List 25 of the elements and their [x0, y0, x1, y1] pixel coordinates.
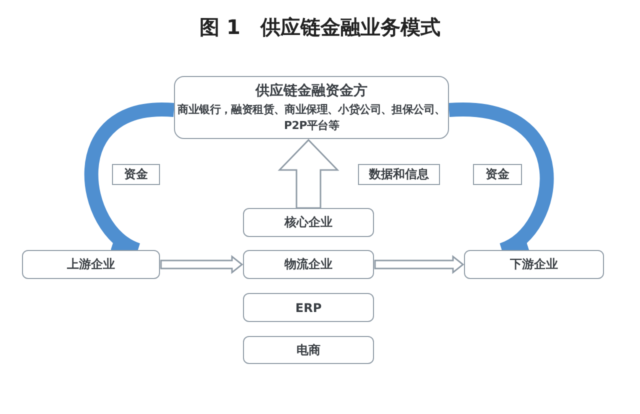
box-label: 数据和信息	[369, 166, 429, 183]
rounded-box	[243, 250, 374, 279]
box-label: 上游企业	[67, 256, 115, 273]
box-heading: 供应链金融资金方	[256, 82, 368, 100]
box-label: 核心企业	[284, 214, 332, 231]
rounded-box	[243, 336, 374, 364]
arrow	[278, 138, 340, 209]
title: 图 1 供应链金融业务模式	[198, 14, 442, 41]
arrow	[374, 254, 464, 274]
box-label: ERP	[295, 300, 322, 314]
label-box	[358, 164, 440, 185]
box-label: 物流企业	[284, 256, 332, 273]
arrow	[160, 254, 244, 274]
rounded-box	[22, 250, 160, 279]
box-text: 商业银行，融资租赁、商业保理、小贷公司、担保公司、P2P平台等	[176, 102, 446, 134]
box-label: 资金	[486, 166, 510, 183]
box-label: 电商	[296, 342, 320, 358]
rounded-box	[464, 250, 604, 279]
label-box	[473, 164, 522, 185]
rounded-box	[174, 76, 449, 139]
rounded-box	[243, 208, 374, 237]
box-label: 资金	[124, 166, 148, 183]
rounded-box	[243, 293, 374, 322]
label-box	[112, 164, 160, 185]
box-label: 下游企业	[510, 256, 558, 273]
